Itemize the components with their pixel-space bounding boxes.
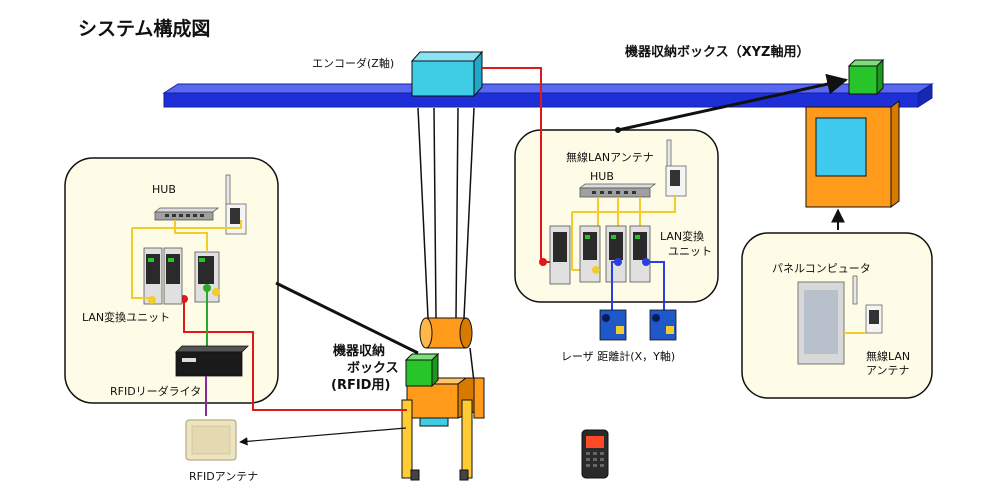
arrow-frame-to-antenna bbox=[239, 427, 407, 446]
connector-yellow-right bbox=[592, 266, 600, 274]
cables-right-yellow bbox=[571, 196, 676, 271]
lan-conv-right-label-1: LAN変換 bbox=[660, 230, 705, 243]
hub-left-label: HUB bbox=[152, 183, 176, 196]
link-left-panel-to-box bbox=[275, 281, 419, 355]
connectors-left-yellow bbox=[148, 288, 220, 304]
box-xyz-green bbox=[847, 58, 885, 96]
panel-computer bbox=[797, 275, 883, 365]
laser-sensors bbox=[599, 309, 677, 341]
lan-conv-left-label: LAN変換ユニット bbox=[82, 311, 171, 324]
handheld-terminal bbox=[581, 429, 609, 479]
hub-left-device bbox=[153, 207, 220, 221]
box-rfid-label-1: 機器収納 bbox=[333, 344, 386, 359]
hub-right-device bbox=[578, 183, 657, 198]
rfid-antenna-device bbox=[185, 419, 237, 461]
lifting-frame bbox=[401, 377, 485, 481]
cables-left-yellow bbox=[131, 220, 242, 304]
arrow-right-panel-to-xyz bbox=[617, 73, 849, 132]
cable-left-to-frame bbox=[183, 299, 407, 411]
wireless-lan-panel-label-1: 無線LAN bbox=[866, 350, 911, 363]
connectors-right-blue bbox=[614, 258, 650, 266]
page-title: システム構成図 bbox=[78, 18, 211, 40]
connector-red-right bbox=[539, 258, 547, 266]
crane-ropes bbox=[417, 107, 475, 383]
connector-green-left bbox=[203, 284, 211, 292]
box-rfid-green bbox=[404, 352, 440, 388]
encoder-label: エンコーダ(Z軸) bbox=[312, 57, 395, 70]
box-xyz-label: 機器収納ボックス（XYZ軸用） bbox=[625, 45, 810, 60]
wireless-device-right bbox=[665, 139, 687, 197]
rfid-reader-writer bbox=[175, 345, 249, 377]
rfid-rw-label: RFIDリーダライタ bbox=[110, 385, 202, 398]
laser-label: レーザ 距離計(X，Y軸) bbox=[561, 350, 676, 363]
panel-pc-label: パネルコンピュータ bbox=[772, 262, 871, 275]
wireless-lan-right-label: 無線LANアンテナ bbox=[566, 151, 654, 164]
rfid-antenna-label: RFIDアンテナ bbox=[189, 470, 259, 483]
hub-right-label: HUB bbox=[590, 170, 614, 183]
box-rfid-label-2: ボックス bbox=[347, 361, 399, 376]
lan-units-right bbox=[549, 225, 651, 285]
link-dot-right bbox=[615, 127, 621, 133]
encoder-cube bbox=[410, 50, 484, 98]
orange-cabinet bbox=[805, 100, 900, 208]
overhead-rail bbox=[162, 83, 934, 108]
pulley bbox=[419, 317, 473, 349]
lan-conv-right-label-2: ユニット bbox=[668, 245, 712, 258]
box-rfid-label-3: (RFID用) bbox=[331, 378, 391, 393]
wireless-lan-panel-label-2: アンテナ bbox=[866, 364, 910, 377]
